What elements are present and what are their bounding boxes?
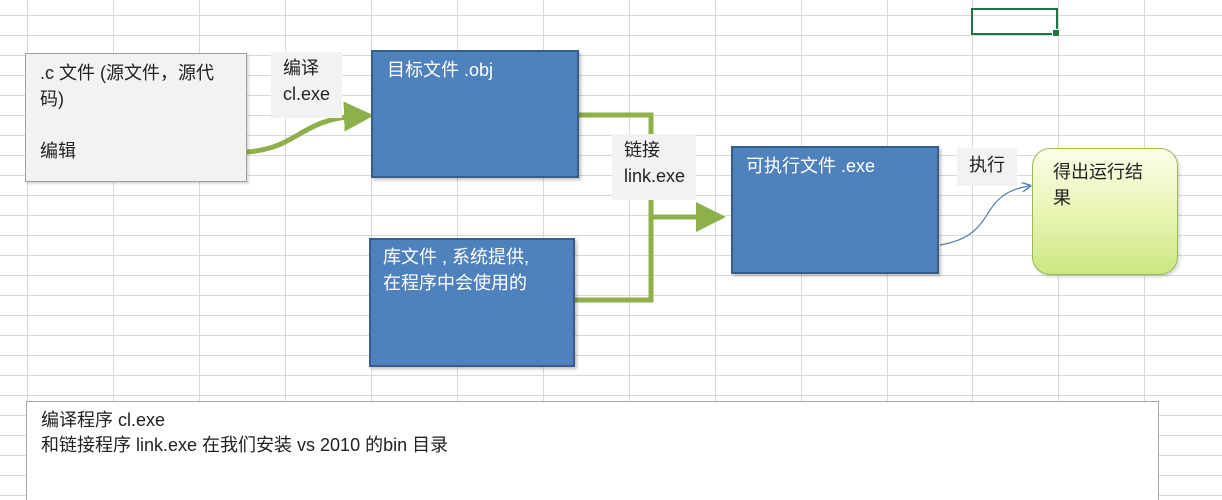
source-file-text: .c 文件 (源文件，源代 bbox=[40, 63, 214, 83]
library-file-text-cont: 在程序中会使用的 bbox=[383, 273, 527, 293]
note-line-linker: 和链接程序 link.exe 在我们安装 vs 2010 的bin 目录 bbox=[41, 435, 449, 455]
link-label[interactable]: 链接 link.exe bbox=[612, 134, 696, 200]
library-file-text: 库文件 , 系统提供, bbox=[383, 247, 530, 267]
run-label-text: 执行 bbox=[969, 155, 1005, 175]
result-text-cont: 果 bbox=[1053, 188, 1071, 208]
fill-handle[interactable] bbox=[1052, 29, 1060, 37]
run-label[interactable]: 执行 bbox=[957, 148, 1017, 186]
link-label-tool: link.exe bbox=[624, 166, 686, 186]
compile-label-tool: cl.exe bbox=[283, 84, 331, 104]
executable-file-text: 可执行文件 .exe bbox=[746, 156, 876, 176]
result-text: 得出运行结 bbox=[1053, 162, 1143, 182]
note-line-compiler: 编译程序 cl.exe bbox=[41, 410, 166, 430]
edit-text: 编辑 bbox=[40, 141, 76, 161]
library-file-box[interactable]: 库文件 , 系统提供, 在程序中会使用的 bbox=[369, 238, 575, 367]
object-file-box[interactable]: 目标文件 .obj bbox=[371, 50, 579, 178]
executable-file-box[interactable]: 可执行文件 .exe bbox=[731, 146, 939, 274]
source-file-text-cont: 码) bbox=[40, 89, 64, 109]
link-label-title: 链接 bbox=[624, 140, 660, 160]
result-box[interactable]: 得出运行结 果 bbox=[1032, 148, 1178, 275]
compile-label-title: 编译 bbox=[283, 58, 319, 78]
source-file-box[interactable]: .c 文件 (源文件，源代 码) 编辑 bbox=[25, 53, 247, 182]
compile-label[interactable]: 编译 cl.exe bbox=[271, 52, 342, 118]
selected-cell[interactable] bbox=[971, 8, 1060, 37]
object-file-text: 目标文件 .obj bbox=[387, 60, 494, 80]
note-textbox[interactable]: 编译程序 cl.exe 和链接程序 link.exe 在我们安装 vs 2010… bbox=[26, 401, 1159, 500]
